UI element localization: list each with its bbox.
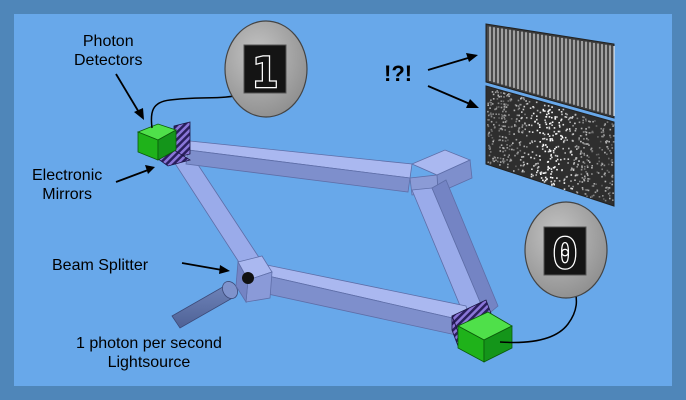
photon-detectors-label: Photon Detectors [74,32,142,70]
noise-screen-bottom [485,85,615,207]
electronic-mirrors-label-line1: Electronic [32,167,103,184]
photon-detectors-label-line1: Photon [82,33,134,50]
bottom-photon-detector [457,311,513,363]
top-photon-detector [136,123,177,161]
interference-screen-top [485,23,615,119]
beam-splitter [235,255,273,304]
electronic-mirrors-label: Electronic Mirrors [32,166,102,204]
electronic-mirrors-label-line2: Mirrors [42,186,92,203]
top-detector-cable [150,93,245,129]
photon-detectors-label-line2: Detectors [74,52,143,69]
beam-splitter-label: Beam Splitter [52,257,149,274]
lightsource-pipe [171,281,238,329]
bottom-counter-dial: 0 [524,201,608,299]
label-arrows [115,53,479,274]
top-counter-value: 1 [252,48,277,97]
lightsource-label-line1: 1 photon per second [76,335,222,352]
lightsource-label-line2: Lightsource [107,354,191,371]
lightsource-label: 1 photon per second Lightsource [76,334,222,372]
top-counter-dial: 1 [224,20,308,118]
bottom-counter-value: 0 [552,229,577,278]
surprise-label: !?! [384,61,413,86]
